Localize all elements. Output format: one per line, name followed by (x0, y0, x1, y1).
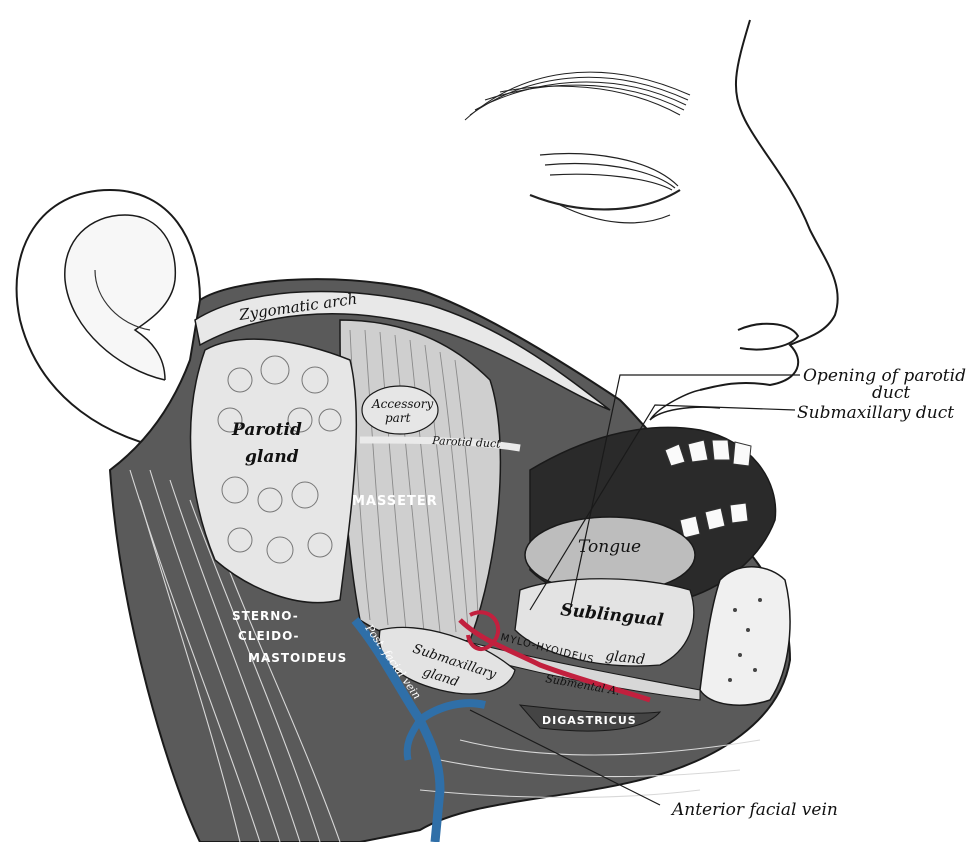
zygomatic-arch (194, 290, 611, 411)
callout-anterior-facial-vein: Anterior facial vein (670, 800, 838, 820)
digastricus-muscle (518, 704, 662, 732)
accessory-parotid (361, 385, 439, 435)
leader-submaxillary-duct (529, 404, 796, 611)
facial-artery-loop (466, 610, 501, 651)
parotid-lobules (217, 355, 342, 564)
label-sternocleidomastoideus-3: MASTOIDEUS (248, 651, 347, 665)
anterior-facial-vein (417, 699, 486, 724)
vein-branch (403, 718, 423, 761)
parotid-duct (359, 436, 521, 452)
ear (15, 188, 201, 451)
sublingual-gland (514, 578, 695, 667)
label-digastricus: DIGASTRICUS (542, 714, 637, 727)
mandible-marrow (728, 598, 762, 682)
label-sternocleidomastoideus-2: CLEIDO- (238, 629, 299, 643)
callout-opening-parotid-duct-2: duct (872, 383, 910, 403)
mandible-section (699, 566, 791, 706)
callout-submaxillary-duct: Submaxillary duct (797, 403, 954, 423)
submental-artery (458, 618, 651, 703)
label-parotid-gland-1: Parotid (231, 420, 302, 440)
teeth (664, 439, 752, 539)
leader-anterior-facial-vein (469, 709, 661, 806)
leader-lines (469, 374, 800, 806)
callout-opening-parotid-duct-1: Opening of parotid (803, 366, 966, 386)
parotid-gland (189, 338, 358, 604)
submaxillary-gland (378, 626, 516, 695)
upper-lip (649, 389, 721, 421)
label-sternocleidomastoideus-1: STERNO- (232, 609, 299, 623)
nostril (737, 322, 800, 351)
label-sublingual-2: gland (605, 648, 646, 668)
closed-eye (529, 153, 681, 224)
label-parotid-gland-2: gland (245, 447, 299, 467)
label-accessory-part-2: part (385, 411, 411, 425)
face-profile-outline (699, 19, 839, 391)
label-parotid-duct: Parotid duct (431, 434, 502, 451)
leader-opening-parotid (569, 374, 800, 611)
label-masseter: MASSETER (352, 494, 438, 509)
label-tongue: Tongue (578, 537, 641, 557)
label-accessory-part-1: Accessory (371, 397, 433, 411)
eyebrow (464, 71, 691, 121)
